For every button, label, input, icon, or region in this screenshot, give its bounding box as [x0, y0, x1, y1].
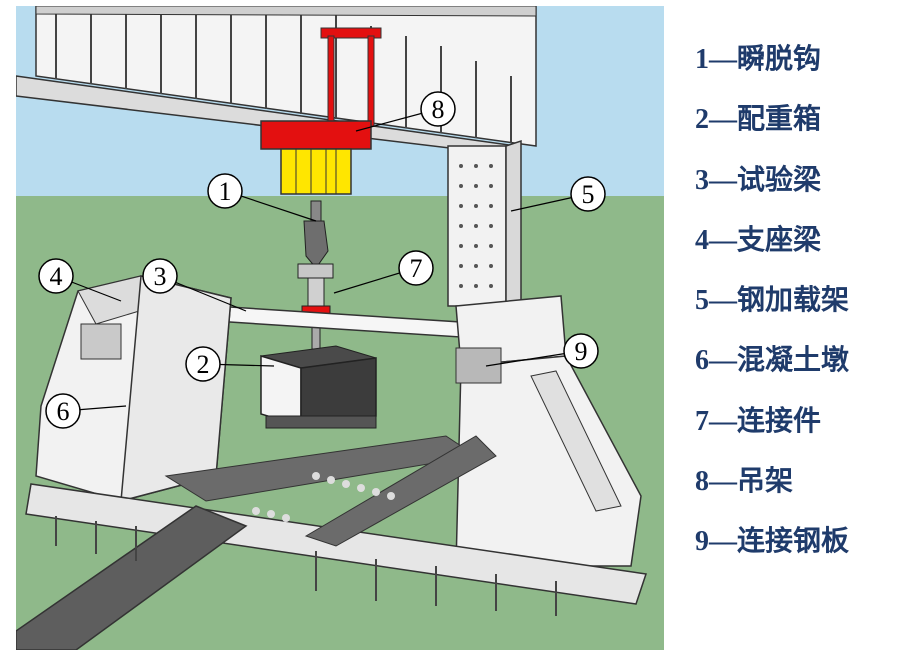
legend-item-2: 2—配重箱: [695, 100, 895, 160]
legend-item-9: 9—连接钢板: [695, 522, 895, 582]
callout-8: [420, 91, 456, 127]
legend-item-1: 1—瞬脱钩: [695, 40, 895, 100]
callout-9-label: 9: [575, 337, 588, 366]
loading-frame-column: [447, 139, 522, 307]
legend-text: —吊架: [709, 466, 794, 498]
legend-num: 4: [695, 224, 709, 256]
legend-text: —试验梁: [709, 164, 822, 196]
callout-3-label: 3: [154, 262, 167, 291]
legend-item-4: 4—支座梁: [695, 221, 895, 281]
callout-1-label: 1: [219, 177, 232, 206]
release-hook: [297, 200, 334, 279]
legend-num: 1: [695, 44, 709, 75]
callout-2-label: 2: [197, 350, 210, 379]
steel-base: [15, 435, 647, 651]
legend-num: 6: [695, 345, 709, 377]
legend-num: 7: [695, 405, 709, 437]
callout-4: [38, 258, 74, 294]
legend-text: —配重箱: [709, 104, 822, 136]
legend-num: 9: [695, 526, 709, 558]
callout-4-label: 4: [50, 262, 63, 291]
legend-text: —连接件: [709, 405, 822, 437]
legend-text: —支座梁: [709, 224, 822, 256]
callout-5-label: 5: [582, 180, 595, 209]
overhead-girder: [15, 5, 537, 157]
legend-num: 2: [695, 104, 709, 136]
callout-5: [570, 176, 606, 212]
callout-8-label: 8: [432, 95, 445, 124]
callout-3: [142, 258, 178, 294]
legend-item-6: 6—混凝土墩: [695, 341, 895, 401]
legend-item-3: 3—试验梁: [695, 161, 895, 221]
counterweight-box: [260, 345, 377, 429]
legend-item-5: 5—钢加载架: [695, 281, 895, 341]
legend-text: —连接钢板: [709, 526, 850, 558]
concrete-pier-right: [455, 295, 642, 567]
legend-num: 3: [695, 164, 709, 196]
legend-text: —混凝土墩: [709, 345, 850, 377]
test-setup-illustration: 1 2 3 4 5 6 7 8 9: [15, 5, 664, 651]
legend-item-7: 7—连接件: [695, 402, 895, 462]
callout-1: [207, 173, 243, 209]
callout-9: [563, 333, 599, 369]
legend-num: 8: [695, 466, 709, 498]
callout-2: [185, 346, 221, 382]
callout-6-label: 6: [57, 397, 70, 426]
yellow-jacks: [280, 148, 352, 195]
callout-7-label: 7: [410, 254, 423, 283]
legend-text: —钢加载架: [709, 285, 850, 317]
callout-6: [45, 393, 81, 429]
legend-item-8: 8—吊架: [695, 462, 895, 522]
callout-7: [398, 250, 434, 286]
legend-num: 5: [695, 285, 709, 317]
component-legend: 1—瞬脱钩 2—配重箱 3—试验梁 4—支座梁 5—钢加载架 6—混凝土墩 7—…: [695, 40, 895, 583]
legend-text: —瞬脱钩: [709, 44, 822, 75]
concrete-pier-left: [35, 275, 232, 502]
